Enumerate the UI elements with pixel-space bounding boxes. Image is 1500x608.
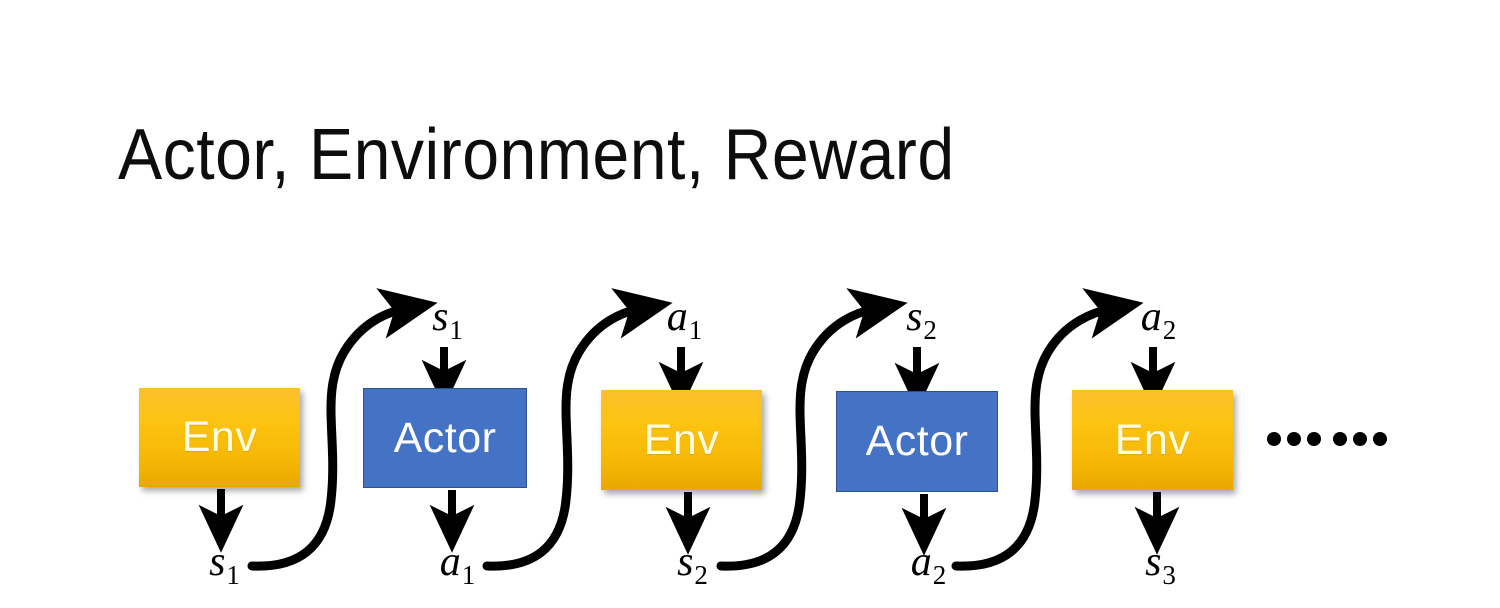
state-label-bottom-s3: s3 [1145, 539, 1176, 590]
subscript: 3 [1162, 560, 1176, 590]
continuation-ellipsis [1267, 432, 1387, 446]
action-label-bottom-a2: a2 [910, 539, 947, 590]
page-title: Actor, Environment, Reward [118, 115, 955, 195]
subscript: 1 [688, 315, 703, 345]
subscript: 1 [226, 560, 240, 590]
symbol: s [432, 294, 449, 340]
subscript: 2 [923, 315, 937, 345]
subscript: 1 [449, 315, 463, 345]
subscript: 2 [694, 560, 708, 590]
symbol: s [906, 294, 923, 340]
symbol: a [910, 539, 932, 585]
symbol: s [677, 539, 694, 585]
symbol: a [666, 294, 688, 340]
state-label-top-s2: s2 [906, 294, 937, 345]
state-label-top-s1: s1 [432, 294, 463, 345]
ellipsis-dot [1307, 432, 1321, 446]
env-box-1-label: Env [181, 413, 258, 461]
actor-box-2[interactable]: Actor [836, 391, 998, 492]
subscript: 2 [1162, 315, 1177, 345]
symbol: s [209, 539, 226, 585]
state-label-bottom-s1: s1 [209, 539, 240, 590]
ellipsis-dot [1287, 432, 1301, 446]
env-box-3[interactable]: Env [1072, 390, 1233, 490]
env-box-2-label: Env [643, 415, 720, 464]
env-box-3-label: Env [1114, 415, 1191, 464]
ellipsis-dot [1267, 432, 1281, 446]
env-box-1[interactable]: Env [139, 388, 300, 487]
subscript: 1 [461, 560, 476, 590]
action-label-bottom-a1: a1 [439, 539, 476, 590]
ellipsis-dot [1333, 432, 1347, 446]
ellipsis-dot [1353, 432, 1367, 446]
state-label-bottom-s2: s2 [677, 539, 708, 590]
symbol: s [1145, 539, 1162, 585]
action-label-top-a1: a1 [666, 294, 703, 345]
symbol: a [439, 539, 461, 585]
symbol: a [1140, 294, 1162, 340]
actor-box-2-label: Actor [865, 417, 969, 465]
ellipsis-dot [1373, 432, 1387, 446]
actor-box-1[interactable]: Actor [363, 388, 527, 488]
actor-box-1-label: Actor [393, 413, 497, 462]
subscript: 2 [932, 560, 947, 590]
env-box-2[interactable]: Env [601, 390, 762, 490]
action-label-top-a2: a2 [1140, 294, 1177, 345]
